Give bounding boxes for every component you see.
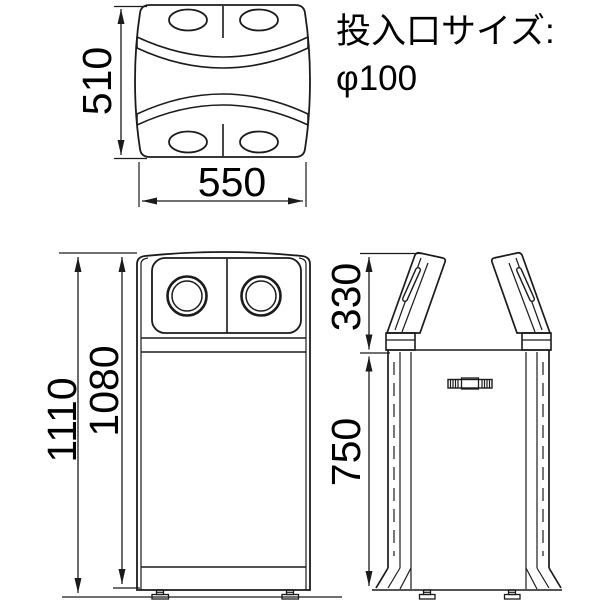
handle-hatch-left bbox=[449, 380, 459, 388]
hood-height-dimension-label: 330 bbox=[323, 263, 369, 331]
leg-flare-inner bbox=[399, 567, 412, 590]
rail-base-block-left bbox=[385, 332, 416, 351]
inlet-size-note-value: φ100 bbox=[336, 59, 417, 98]
bottom-hood-edge-arc-outer bbox=[136, 104, 309, 126]
inlet-opening-top-right bbox=[239, 8, 279, 32]
bottom-hood-edge-arc-inner bbox=[136, 93, 309, 115]
front-body-inner-edge-left bbox=[140, 257, 149, 590]
front-view bbox=[136, 251, 311, 600]
inlet-hole-left-outer bbox=[166, 275, 208, 317]
side-handle bbox=[447, 377, 493, 390]
front-foot-right bbox=[281, 589, 300, 600]
handle-outline bbox=[447, 378, 493, 389]
front-body-inner-edge-right bbox=[298, 257, 307, 590]
inlet-hole-right-inner bbox=[245, 280, 277, 312]
inlet-opening-bottom-left bbox=[168, 130, 208, 154]
front-view-dimensions: 1110 1080 bbox=[39, 252, 342, 598]
leg-flare-mid bbox=[387, 567, 401, 589]
inlet-opening-bottom-right bbox=[239, 130, 279, 154]
side-leg-left bbox=[375, 350, 412, 590]
side-foot-right bbox=[503, 589, 521, 600]
leg-flare-mid bbox=[536, 567, 550, 589]
width-dimension-label: 550 bbox=[198, 159, 266, 205]
hood-rail-left-face-line bbox=[401, 262, 429, 333]
handle-hatch-right bbox=[481, 380, 491, 388]
depth-dimension-label: 510 bbox=[74, 47, 120, 115]
foot-base bbox=[418, 593, 436, 600]
inlet-hole-right-outer bbox=[240, 275, 282, 317]
top-hood-edge-arc-outer bbox=[136, 36, 309, 58]
handle-grip bbox=[460, 377, 480, 390]
rail-base-block-right bbox=[521, 332, 552, 351]
inlet-hole-left-inner bbox=[171, 280, 203, 312]
lower-height-dimension-label: 750 bbox=[323, 418, 369, 486]
hood-rail-right bbox=[490, 251, 552, 334]
side-leg-right bbox=[525, 350, 562, 590]
side-view bbox=[372, 251, 562, 600]
side-view-dimensions: 330 750 bbox=[323, 252, 423, 586]
total-height-dimension-label: 1110 bbox=[39, 377, 85, 462]
hood-rail-right-slot bbox=[517, 268, 534, 301]
top-view bbox=[134, 4, 311, 158]
body-height-dimension-label: 1080 bbox=[81, 345, 127, 436]
hood-rail-right-face-line bbox=[508, 262, 536, 333]
inlet-size-note: 投入口サイズ: φ100 bbox=[336, 12, 555, 98]
front-foot-left bbox=[151, 589, 170, 600]
leg-flare-outer bbox=[375, 567, 389, 589]
top-hood-edge-arc-inner bbox=[136, 47, 309, 69]
top-view-dimensions: 510 550 bbox=[74, 5, 307, 207]
inlet-size-note-label: 投入口サイズ: bbox=[336, 12, 555, 51]
side-foot-left bbox=[418, 589, 436, 600]
hood-rail-left-slot bbox=[403, 268, 420, 301]
front-body-outline bbox=[136, 251, 311, 591]
inlet-opening-top-left bbox=[168, 8, 208, 32]
foot-base bbox=[503, 593, 521, 600]
leg-flare-inner bbox=[525, 567, 538, 590]
leg-flare-outer bbox=[548, 567, 562, 589]
